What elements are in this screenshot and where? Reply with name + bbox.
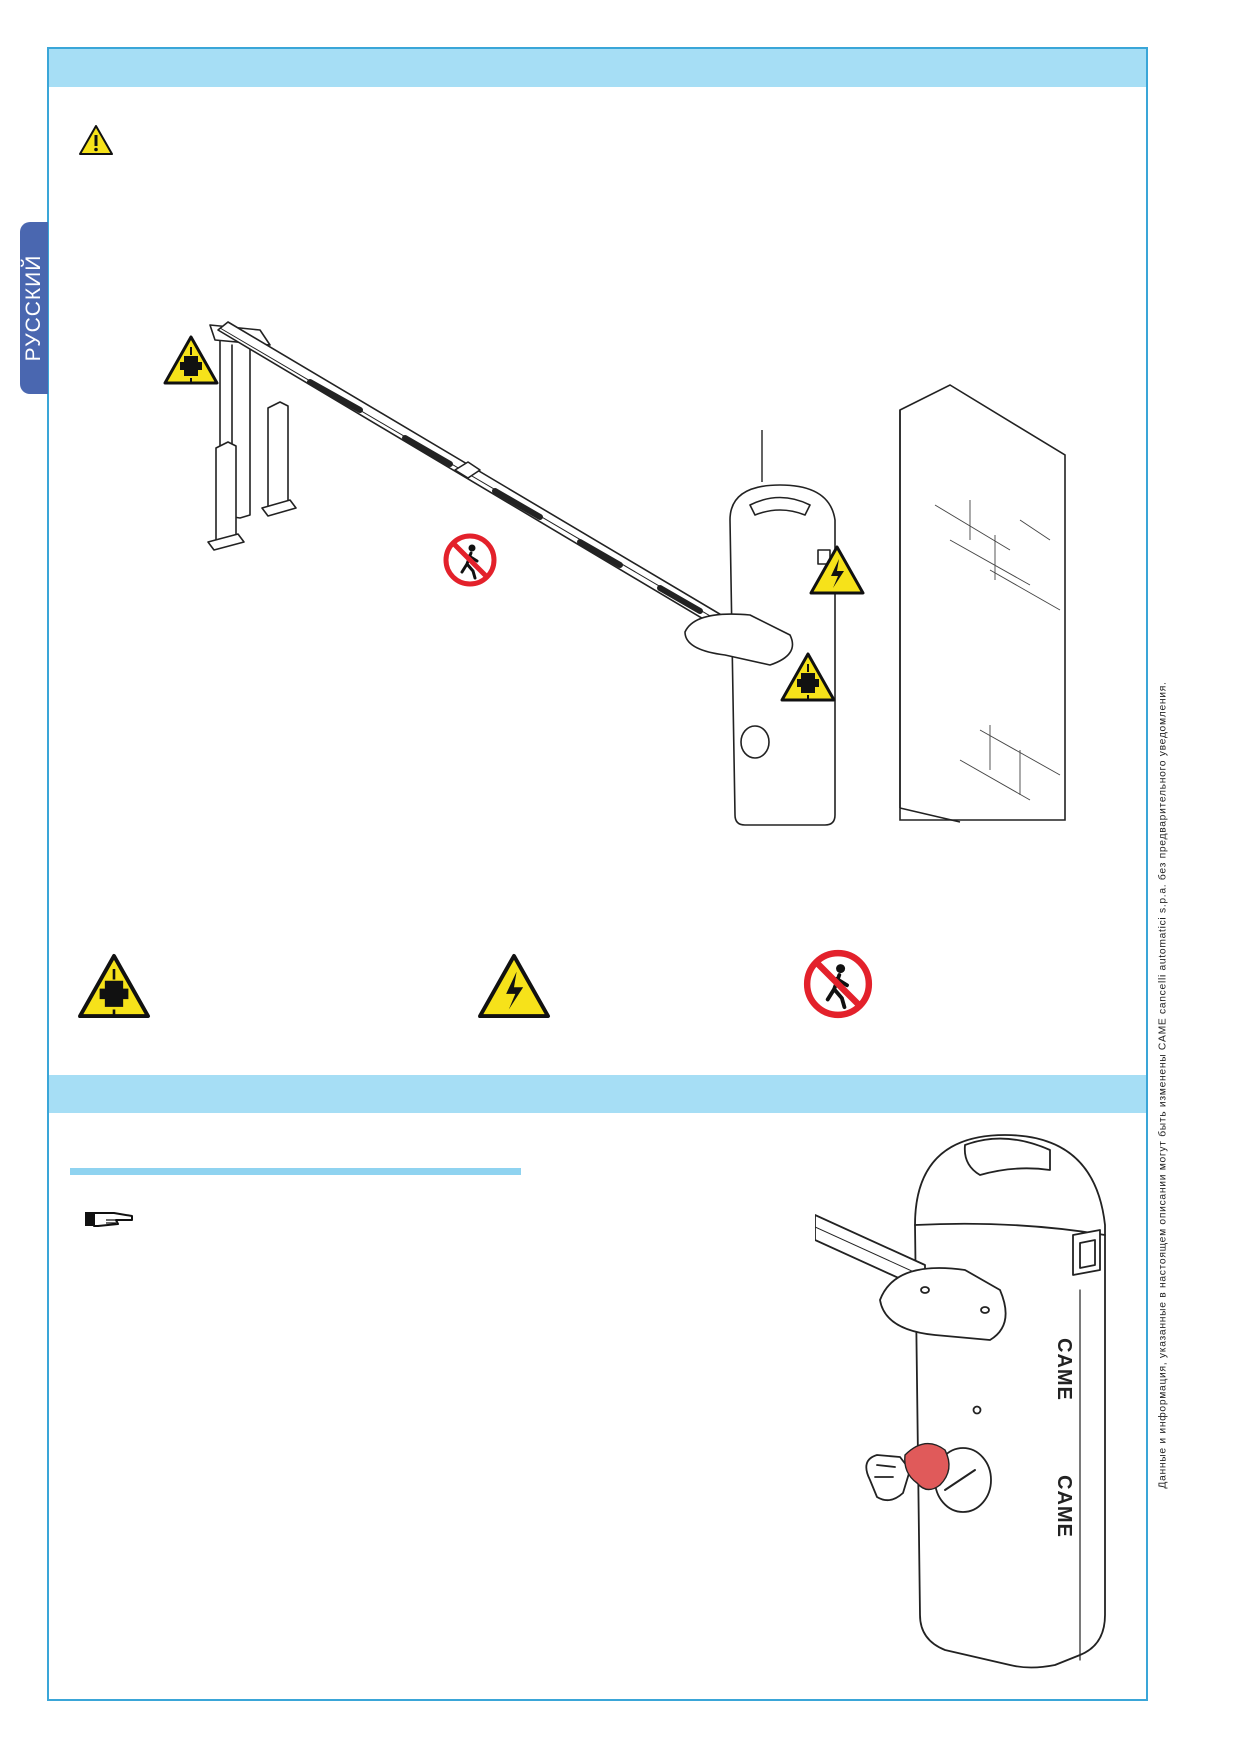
pointing-hand-icon	[85, 1212, 133, 1227]
crush-hazard-icon	[163, 335, 219, 385]
brand-logo: CAME	[1053, 1338, 1075, 1401]
page-frame	[47, 47, 1148, 1701]
no-pedestrian-icon	[443, 533, 497, 587]
warning-icon	[79, 125, 113, 155]
brand-logo: CAME	[1053, 1475, 1075, 1538]
section-header-bar-top	[49, 49, 1146, 87]
subsection-underline	[70, 1168, 521, 1175]
section-header-bar-bottom	[49, 1075, 1146, 1113]
side-disclaimer: Данные и информация, указанные в настоящ…	[1153, 0, 1173, 1754]
cabinet-closeup-illustration	[815, 1134, 1106, 1669]
language-tab-label: РУССКИЙ	[22, 254, 45, 362]
electric-shock-icon	[478, 953, 550, 1019]
crush-hazard-icon	[780, 652, 836, 702]
no-pedestrian-icon	[803, 949, 873, 1019]
side-disclaimer-text: Данные и информация, указанные в настоящ…	[1157, 681, 1169, 1489]
barrier-illustration	[207, 321, 1066, 826]
crush-hazard-icon	[78, 953, 150, 1019]
electric-shock-icon	[809, 545, 865, 595]
language-tab: РУССКИЙ	[20, 222, 48, 394]
